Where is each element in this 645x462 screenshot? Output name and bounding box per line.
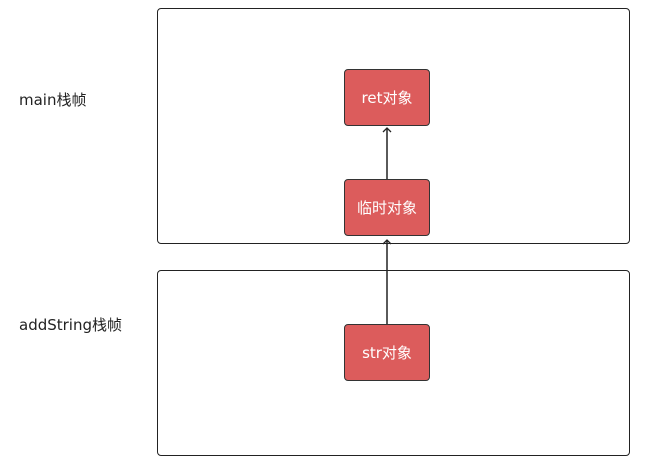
main-frame-label: main栈帧 bbox=[19, 91, 87, 109]
add-string-frame-label: addString栈帧 bbox=[19, 316, 123, 334]
ret-object-box: ret对象 bbox=[344, 69, 430, 126]
temp-object-box: 临时对象 bbox=[344, 179, 430, 236]
str-object-box: str对象 bbox=[344, 324, 430, 381]
